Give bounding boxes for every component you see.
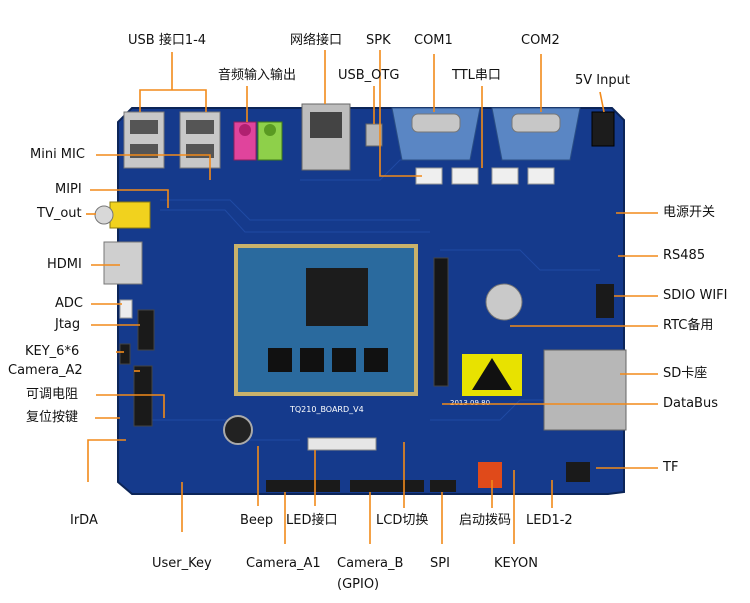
label-boot-dip: 启动拨码 xyxy=(459,513,512,528)
com-ports xyxy=(391,107,581,161)
board-name: TQ210_BOARD_V4 xyxy=(289,405,364,414)
rtc-battery xyxy=(485,283,523,321)
databus-header xyxy=(433,257,449,387)
label-rtc: RTC备用 xyxy=(663,318,714,333)
label-audio: 音频输入输出 xyxy=(218,68,297,83)
label-tf: TF xyxy=(663,460,679,475)
label-spi: SPI xyxy=(430,556,450,571)
esd-warning xyxy=(462,354,522,396)
label-usb-ports: USB 接口1-4 xyxy=(128,33,207,48)
label-ttl: TTL串口 xyxy=(452,68,501,83)
sd-socket xyxy=(543,349,627,431)
label-5v-input: 5V Input xyxy=(575,73,630,88)
label-com2: COM2 xyxy=(521,33,560,48)
label-irda: IrDA xyxy=(70,513,98,528)
label-ethernet: 网络接口 xyxy=(290,33,343,48)
label-mipi: MIPI xyxy=(55,182,82,197)
label-camera-a2: Camera_A2 xyxy=(8,363,83,378)
ethernet-port xyxy=(301,103,351,171)
power-jack xyxy=(591,111,615,147)
tv-out-jack xyxy=(94,201,151,229)
label-sdio-wifi: SDIO WIFI xyxy=(663,288,728,303)
label-reset-button: 复位按键 xyxy=(26,410,79,425)
adc-connector xyxy=(119,299,133,319)
label-databus: DataBus xyxy=(663,396,718,411)
core-module xyxy=(234,244,418,396)
label-key66: KEY_6*6 xyxy=(25,344,80,359)
sdio-header xyxy=(596,284,614,318)
label-beep: Beep xyxy=(240,513,274,528)
label-mini-mic: Mini MIC xyxy=(30,147,85,162)
lcd-connector xyxy=(307,437,377,451)
label-potentiometer: 可调电阻 xyxy=(26,387,79,402)
label-sd-socket: SD卡座 xyxy=(663,366,708,381)
label-adc: ADC xyxy=(55,296,83,311)
label-keyon: KEYON xyxy=(494,556,538,571)
board-date: 2013 09 80 xyxy=(450,399,490,407)
label-rs485: RS485 xyxy=(663,248,706,263)
label-gpio: (GPIO) xyxy=(337,577,380,592)
left-headers xyxy=(119,309,155,427)
hdmi-port xyxy=(103,241,143,285)
label-user-key: User_Key xyxy=(152,556,212,571)
label-led-port: LED接口 xyxy=(286,513,338,528)
label-led12: LED1-2 xyxy=(526,513,573,528)
label-power-switch: 电源开关 xyxy=(663,205,716,220)
bottom-headers xyxy=(266,462,590,492)
label-camera-b: Camera_B xyxy=(337,556,404,571)
label-tv-out: TV_out xyxy=(37,206,82,221)
label-com1: COM1 xyxy=(414,33,453,48)
label-camera-a1: Camera_A1 xyxy=(246,556,321,571)
label-spk: SPK xyxy=(366,33,391,48)
leader-lines xyxy=(86,50,658,544)
usb-ports xyxy=(123,111,221,169)
buzzer xyxy=(223,415,253,445)
ttl-headers xyxy=(415,167,555,185)
label-usb-otg: USB_OTG xyxy=(338,68,400,83)
label-lcd-switch: LCD切换 xyxy=(376,513,429,528)
label-jtag: Jtag xyxy=(55,317,81,332)
audio-jacks xyxy=(233,121,283,161)
label-hdmi: HDMI xyxy=(47,257,82,272)
